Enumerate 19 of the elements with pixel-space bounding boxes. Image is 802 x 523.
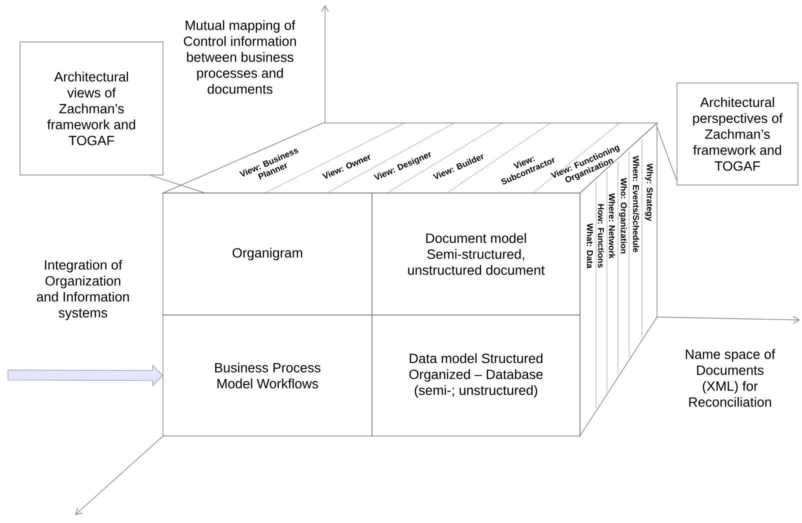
grid-cell: Document model Semi-structured, unstructured document xyxy=(372,192,580,316)
perspective-label: Who: Organization xyxy=(619,178,627,254)
text-box: Architectural perspectives of Zachman’s framework and TOGAF xyxy=(676,82,798,186)
perspective-label: Where: Network xyxy=(608,193,616,259)
grid-cell: Organigram xyxy=(162,192,372,316)
leader-line xyxy=(656,126,677,181)
leader-line xyxy=(150,175,206,194)
annotation-text: Name space of Documents (XML) for Reconciliation xyxy=(686,349,776,407)
grid-cell: Business Process Model Workflows xyxy=(162,314,372,436)
view-label: View: Owner xyxy=(322,154,370,179)
perspective-label: How: Functions xyxy=(598,204,604,268)
block-arrow xyxy=(8,364,164,386)
perspective-label: When: Events/Schedule xyxy=(632,156,640,252)
perspective-label: Why: Strategy xyxy=(645,163,653,222)
annotation-text: Mutual mapping of Control information between business processes and documents xyxy=(184,20,296,94)
perspective-label: What: Data xyxy=(586,223,594,268)
grid-cell: Data model Structured Organized – Database (semi-; unstructured) xyxy=(372,314,580,436)
text-box: Architectural views of Zachman’s framework and TOGAF xyxy=(20,42,164,176)
annotation-text: Integration of Organization and Information systems xyxy=(36,260,129,320)
